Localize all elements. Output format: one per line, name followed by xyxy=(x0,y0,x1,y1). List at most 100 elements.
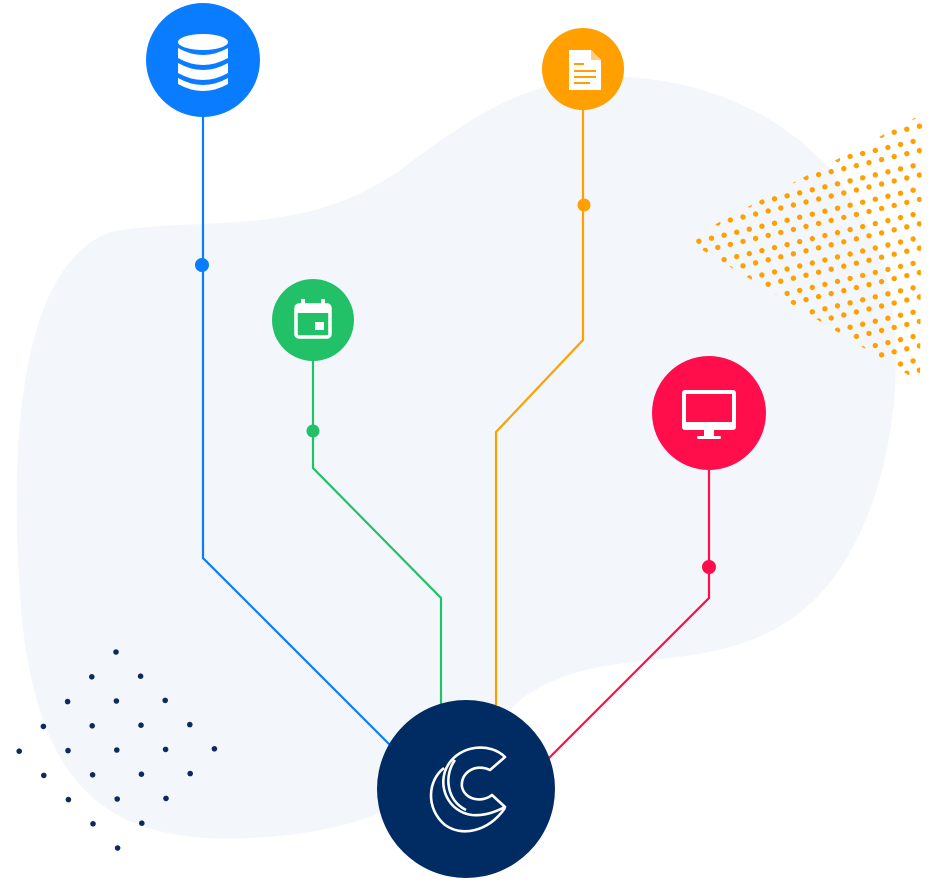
pattern-dot xyxy=(853,333,860,340)
pattern-dot xyxy=(778,229,784,236)
calendar-icon xyxy=(294,299,332,339)
monitor-node[interactable] xyxy=(652,356,766,470)
pattern-dot xyxy=(891,251,897,257)
pattern-dot xyxy=(790,299,797,306)
pattern-dot xyxy=(815,147,822,153)
pattern-dot xyxy=(815,245,822,251)
pattern-dot xyxy=(910,260,916,267)
pattern-dot xyxy=(866,257,872,263)
pattern-dot xyxy=(114,845,121,851)
pattern-dot xyxy=(878,254,885,260)
hub-node[interactable] xyxy=(377,700,555,878)
pattern-dot xyxy=(866,184,872,190)
pattern-dot xyxy=(878,327,885,334)
pattern-dot xyxy=(841,117,847,123)
pattern-dot xyxy=(139,820,145,826)
pattern-dot xyxy=(872,294,878,300)
pattern-dot xyxy=(822,306,828,312)
pattern-dot xyxy=(803,248,809,254)
pattern-dot xyxy=(853,187,860,193)
pattern-dot xyxy=(784,241,790,248)
pattern-dot xyxy=(16,748,23,754)
pattern-dot xyxy=(822,232,828,239)
pattern-dot xyxy=(771,196,778,202)
pattern-dot xyxy=(746,226,752,232)
pattern-dot xyxy=(828,168,834,175)
pattern-dot xyxy=(897,214,904,221)
pattern-dot xyxy=(904,175,910,181)
pattern-dot xyxy=(885,266,891,273)
pattern-dot xyxy=(740,238,746,245)
pattern-dot xyxy=(809,138,815,144)
document-icon xyxy=(569,50,601,90)
document-node[interactable] xyxy=(542,28,624,110)
pattern-dot xyxy=(872,269,878,276)
pattern-dot xyxy=(828,193,834,199)
database-node[interactable] xyxy=(146,3,260,117)
pattern-dot xyxy=(916,172,922,178)
pattern-dot xyxy=(866,233,872,239)
pattern-dot xyxy=(916,318,922,325)
pattern-dot xyxy=(89,723,95,729)
pattern-dot xyxy=(878,205,885,212)
connector-dot xyxy=(195,258,209,272)
pattern-dot xyxy=(860,199,866,205)
pattern-dot xyxy=(872,318,878,324)
pattern-dot xyxy=(885,217,891,224)
pattern-dot xyxy=(834,278,841,285)
pattern-dot xyxy=(828,315,834,321)
pattern-dot xyxy=(163,795,169,802)
pattern-dot xyxy=(162,746,169,753)
calendar-node[interactable] xyxy=(272,279,354,361)
pattern-dot xyxy=(897,263,904,270)
pattern-dot xyxy=(797,238,803,245)
pattern-dot xyxy=(64,698,71,705)
pattern-dot xyxy=(860,321,866,327)
pattern-dot xyxy=(765,281,771,287)
pattern-dot xyxy=(885,169,891,175)
dot-pattern-left xyxy=(16,649,218,851)
pattern-dot xyxy=(904,248,910,254)
pattern-dot xyxy=(897,361,904,367)
pattern-dot xyxy=(696,238,702,244)
pattern-dot xyxy=(822,208,828,214)
pattern-dot xyxy=(910,138,916,145)
pattern-dot xyxy=(847,226,853,233)
pattern-dot xyxy=(765,208,771,214)
pattern-dot xyxy=(891,349,897,355)
pattern-dot xyxy=(740,263,746,269)
pattern-dot xyxy=(809,235,815,242)
pattern-dot xyxy=(41,772,47,779)
pattern-dot xyxy=(853,211,860,218)
pattern-dot xyxy=(885,120,891,126)
pattern-dot xyxy=(752,211,759,217)
pattern-dot xyxy=(759,199,765,205)
pattern-dot xyxy=(866,306,872,312)
pattern-dot xyxy=(834,303,841,309)
pattern-dot xyxy=(162,697,168,704)
pattern-dot xyxy=(904,150,910,157)
pattern-dot xyxy=(897,190,904,196)
pattern-dot xyxy=(897,117,904,123)
pattern-dot xyxy=(765,257,771,263)
pattern-dot xyxy=(784,266,790,272)
pattern-dot xyxy=(759,247,765,254)
pattern-dot xyxy=(841,312,847,318)
pattern-dot xyxy=(834,156,841,163)
pattern-dot xyxy=(790,226,797,233)
pattern-dot xyxy=(790,251,797,257)
pattern-dot xyxy=(878,303,885,309)
pattern-dot xyxy=(872,196,878,202)
pattern-dot xyxy=(860,126,866,132)
pattern-dot xyxy=(834,254,841,260)
pattern-dot xyxy=(872,245,878,251)
pattern-dot xyxy=(904,224,910,230)
pattern-dot xyxy=(910,236,916,242)
pattern-dot xyxy=(828,242,834,248)
pattern-dot xyxy=(815,196,822,202)
pattern-dot xyxy=(828,266,834,272)
pattern-dot xyxy=(878,181,885,187)
connector-dot xyxy=(306,424,320,438)
pattern-dot xyxy=(891,178,897,184)
pattern-dot xyxy=(815,123,822,129)
